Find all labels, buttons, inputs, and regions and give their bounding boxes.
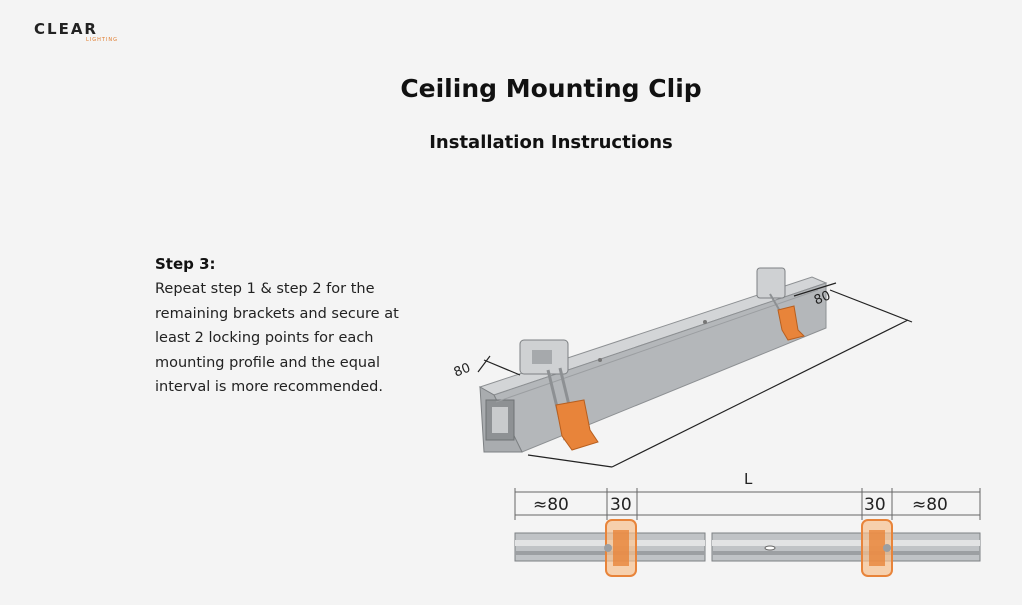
- clip-left: [555, 399, 599, 451]
- step-line: Repeat step 1 & step 2 for the: [155, 281, 375, 297]
- page-title: Ceiling Mounting Clip: [400, 74, 702, 103]
- step-instructions: Step 3: Repeat step 1 & step 2 for the r…: [155, 255, 415, 400]
- step-line: remaining brackets and secure at: [155, 305, 399, 322]
- dim-length: L: [744, 470, 753, 488]
- dim-right-offset: 80: [812, 288, 833, 308]
- step-text: Repeat step 1 & step 2 for the remaining…: [155, 277, 415, 400]
- mounting-bracket-right: [756, 267, 786, 319]
- dim-clip-right: 30: [864, 495, 886, 515]
- clip-plan-left: [604, 519, 637, 577]
- dim-approx-right: ≈80: [912, 495, 948, 515]
- step-line: least 2 locking points for each: [155, 330, 374, 346]
- plan-view: [514, 488, 981, 562]
- dim-approx-left: ≈80: [533, 495, 569, 515]
- dim-clip-left: 30: [610, 495, 632, 515]
- clip-right: [777, 305, 805, 341]
- step-title: Step 3:: [155, 255, 216, 273]
- dim-left-offset: 80: [452, 361, 473, 381]
- dimension-lines: [477, 282, 913, 468]
- clip-plan-right: [861, 519, 893, 577]
- step-line: mounting profile and the equal: [155, 354, 381, 371]
- page-subtitle: Installation Instructions: [429, 132, 673, 153]
- brand-tagline: LIGHTING: [86, 37, 119, 43]
- brand-logo: CLEAR: [34, 20, 98, 38]
- step-line: interval is more recommended.: [155, 379, 383, 395]
